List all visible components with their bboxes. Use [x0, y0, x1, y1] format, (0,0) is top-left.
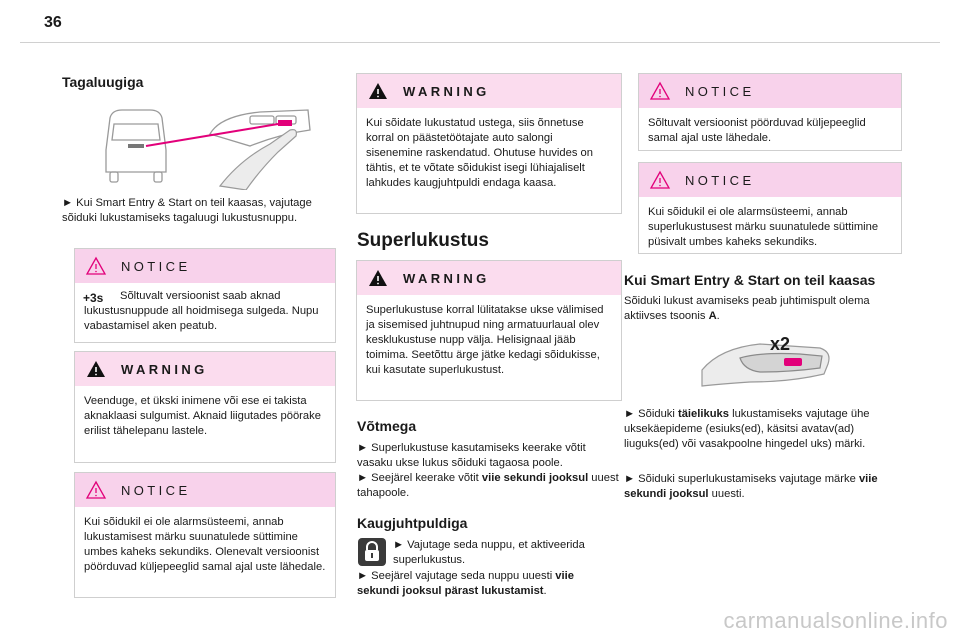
- warning-triangle-outline-icon: [649, 170, 671, 189]
- lock-button-icon: [358, 538, 386, 566]
- warning-label: WARNING: [121, 361, 208, 377]
- warning-label: WARNING: [403, 83, 490, 99]
- notice-header: NOTICE: [75, 249, 335, 283]
- page-number: 36: [44, 14, 62, 31]
- section-heading-superlukustus: Superlukustus: [357, 230, 489, 251]
- warning-header: WARNING: [357, 74, 621, 108]
- notice-box-2: NOTICE Kui sõidukil ei ole alarmsüsteemi…: [74, 472, 336, 598]
- warning-header: WARNING: [75, 352, 335, 386]
- watermark: carmanualsonline.info: [723, 608, 948, 633]
- subheading-kaugjuhtpuldiga: Kaugjuhtpuldiga: [357, 515, 468, 531]
- warning-text: Veenduge, et ükski inimene või ese ei ta…: [84, 395, 321, 437]
- section-heading-smart-entry: Kui Smart Entry & Start on teil kaasas: [624, 272, 876, 288]
- smart-entry-step-2: ► Sõiduki superlukustamiseks vajutage mä…: [624, 473, 878, 500]
- smart-entry-step-1: ► Sõiduki täielikuks lukustamiseks vajut…: [624, 408, 870, 450]
- warning-triangle-outline-icon: [649, 81, 671, 100]
- notice-header: NOTICE: [639, 74, 901, 108]
- notice-box-4: NOTICE Kui sõidukil ei ole alarmsüsteemi…: [638, 162, 902, 254]
- kaug-step-1: ► Vajutage seda nuppu, et aktiveerida su…: [393, 539, 585, 566]
- warning-triangle-icon: [87, 361, 105, 377]
- notice-text: Sõltuvalt versioonist pöörduvad küljepee…: [648, 117, 866, 144]
- notice-label: NOTICE: [121, 258, 191, 274]
- kaug-step-2: ► Seejärel vajutage seda nuppu uuesti vi…: [357, 570, 574, 597]
- warning-header: WARNING: [357, 261, 621, 295]
- plus-3s-icon: +3s: [83, 291, 104, 305]
- warning-triangle-outline-icon: [85, 480, 107, 499]
- notice-label: NOTICE: [685, 172, 755, 188]
- door-handle-illustration: [701, 343, 830, 387]
- press-twice-label: x2: [770, 334, 791, 354]
- notice-text: Kui sõidukil ei ole alarmsüsteemi, annab…: [84, 516, 326, 573]
- notice-box-3: NOTICE Sõltuvalt versioonist pöörduvad k…: [638, 73, 902, 151]
- notice-text: Sõltuvalt versioonist saab aknad lukustu…: [84, 290, 319, 332]
- tailgate-instruction: ► Kui Smart Entry & Start on teil kaasas…: [62, 197, 312, 224]
- tailgate-illustration: [105, 109, 311, 190]
- subheading-votmega: Võtmega: [357, 418, 417, 434]
- votmega-step-1: ► Superlukustuse kasutamiseks keerake võ…: [357, 442, 586, 469]
- warning-box-2: WARNING Kui sõidate lukustatud ustega, s…: [356, 73, 622, 214]
- warning-box-3: WARNING Superlukustuse korral lülitataks…: [356, 260, 622, 401]
- warning-text: Kui sõidate lukustatud ustega, siis õnne…: [366, 117, 594, 189]
- top-divider: [20, 42, 940, 43]
- warning-label: WARNING: [403, 270, 490, 286]
- notice-box-1: NOTICE +3s Sõltuvalt versioonist saab ak…: [74, 248, 336, 343]
- notice-header: NOTICE: [75, 473, 335, 507]
- smart-entry-intro: Sõiduki lukust avamiseks peab juhtimispu…: [624, 295, 870, 322]
- notice-label: NOTICE: [121, 482, 191, 498]
- notice-text: Kui sõidukil ei ole alarmsüsteemi, annab…: [648, 206, 879, 248]
- warning-triangle-outline-icon: [85, 256, 107, 275]
- section-heading-tagaluugiga: Tagaluugiga: [62, 74, 144, 90]
- notice-header: NOTICE: [639, 163, 901, 197]
- notice-body: +3s Sõltuvalt versioonist saab aknad luk…: [75, 283, 335, 342]
- notice-label: NOTICE: [685, 83, 755, 99]
- warning-box-1: WARNING Veenduge, et ükski inimene või e…: [74, 351, 336, 463]
- warning-triangle-icon: [369, 270, 387, 286]
- votmega-step-2: ► Seejärel keerake võtit viie sekundi jo…: [357, 472, 619, 499]
- warning-triangle-icon: [369, 83, 387, 99]
- warning-text: Superlukustuse korral lülitatakse ukse v…: [366, 304, 604, 376]
